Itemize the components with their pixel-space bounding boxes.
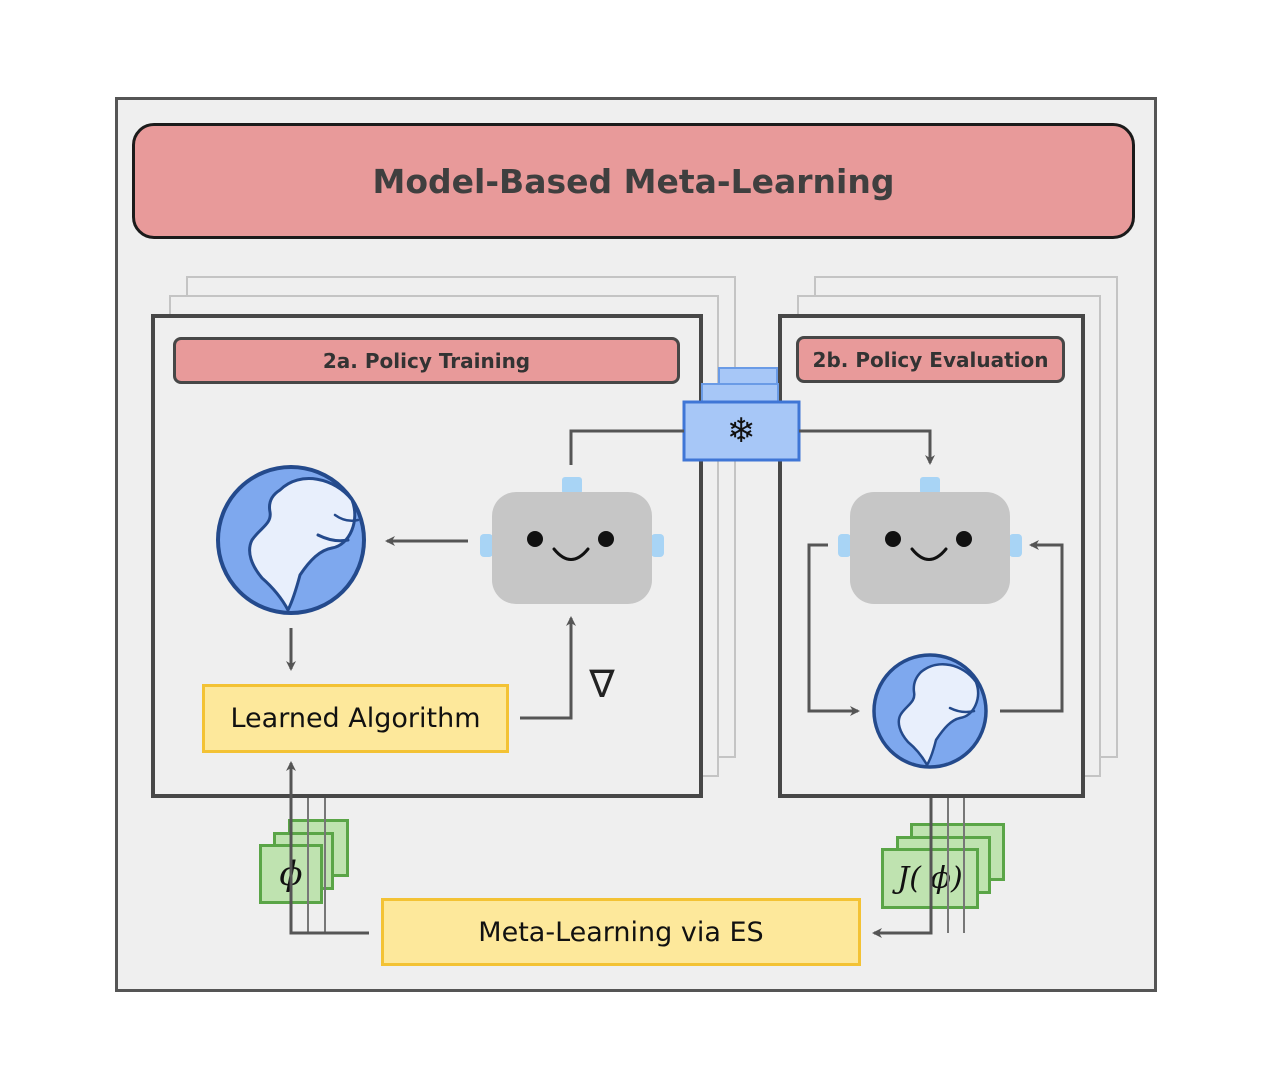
meta-to-params-arrow bbox=[286, 761, 369, 935]
frozen-to-training-line bbox=[569, 429, 684, 465]
learned-algorithm-label: Learned Algorithm bbox=[230, 703, 481, 734]
evaluation-globe-icon bbox=[872, 653, 988, 769]
training-robot-icon bbox=[480, 477, 664, 604]
training-globe-icon bbox=[216, 465, 366, 615]
meta-learning-label: Meta-Learning via ES bbox=[478, 916, 764, 948]
objective-stack-lines bbox=[947, 798, 965, 933]
policy-training-tag: 2a. Policy Training bbox=[173, 337, 680, 384]
policy-evaluation-label: 2b. Policy Evaluation bbox=[812, 347, 1049, 372]
gradient-symbol: ∇ bbox=[588, 662, 615, 706]
diagram-title: Model-Based Meta-Learning bbox=[372, 161, 895, 201]
snowflake-icon: ❄ bbox=[727, 411, 756, 451]
frozen-stack-back bbox=[718, 367, 778, 385]
meta-learning-box: Meta-Learning via ES bbox=[381, 898, 861, 966]
policy-evaluation-tag: 2b. Policy Evaluation bbox=[796, 336, 1065, 383]
policy-training-label: 2a. Policy Training bbox=[322, 348, 531, 373]
objective-to-meta-arrow bbox=[872, 798, 933, 938]
learned-algorithm-box: Learned Algorithm bbox=[202, 684, 509, 753]
frozen-policy-box bbox=[682, 400, 801, 462]
params-stack-lines bbox=[307, 798, 326, 933]
algorithm-to-robot-arrow bbox=[520, 616, 576, 720]
frozen-to-eval-arrow bbox=[799, 429, 935, 465]
title-banner: Model-Based Meta-Learning bbox=[132, 123, 1135, 239]
env-to-robot-arrow bbox=[1000, 540, 1064, 713]
evaluation-robot-icon bbox=[838, 477, 1022, 604]
robot-to-env-arrow bbox=[807, 543, 860, 716]
frozen-stack-middle bbox=[701, 383, 779, 403]
